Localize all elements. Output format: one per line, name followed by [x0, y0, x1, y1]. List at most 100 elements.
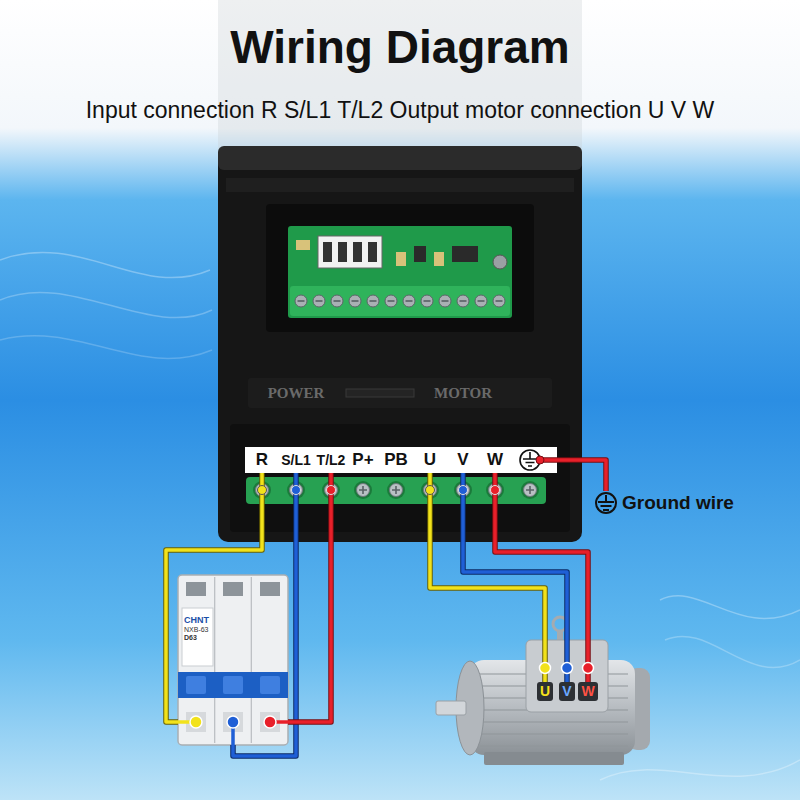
control-pcb — [288, 226, 512, 318]
control-screw — [421, 295, 433, 307]
breaker-toggle — [186, 676, 206, 694]
terminal-label: U — [422, 447, 438, 473]
wire — [233, 473, 296, 756]
breaker-toggle — [223, 676, 243, 694]
power-wire — [288, 473, 331, 722]
control-screw — [313, 295, 325, 307]
control-screw — [385, 295, 397, 307]
wire — [288, 473, 331, 722]
ground-wire — [540, 460, 606, 491]
cover-band — [248, 378, 552, 408]
wire-outline — [463, 473, 567, 682]
subtitle: Input connection R S/L1 T/L2 Output moto… — [86, 97, 715, 124]
terminal-name: T/L2 — [317, 447, 346, 473]
phase-name: U — [540, 682, 550, 701]
terminal-label: W — [485, 447, 505, 473]
dip-lever — [323, 242, 332, 262]
background-wave — [600, 760, 800, 780]
housing-marking: POWER — [268, 385, 325, 402]
wire — [166, 473, 262, 722]
phase-name: V — [562, 682, 571, 701]
cover-divider — [346, 389, 414, 397]
breaker-toggle — [260, 676, 280, 694]
terminal-label: P+ — [350, 447, 375, 473]
wire-dot — [491, 486, 500, 495]
pcb-potentiometer — [493, 255, 507, 269]
rating: D63 — [184, 634, 197, 642]
breaker-terminal — [223, 582, 243, 596]
terminal-name: U — [424, 447, 436, 473]
dip-switch — [318, 236, 382, 268]
terminal-name: P+ — [352, 447, 373, 473]
ground-wire-label: Ground wire — [622, 492, 734, 514]
wire-dot — [426, 486, 435, 495]
terminal-name: V — [457, 447, 468, 473]
motor-feet — [484, 752, 624, 765]
terminal-label: PB — [382, 447, 410, 473]
ground-symbol — [523, 452, 537, 466]
dip-lever — [338, 242, 347, 262]
wire-dot — [227, 716, 239, 728]
wire-outline — [430, 473, 545, 682]
background-wave — [0, 252, 210, 277]
breaker-toggle-band — [178, 672, 288, 698]
motor-terminal-label: V — [559, 682, 574, 701]
wire — [495, 473, 588, 682]
control-screw — [367, 295, 379, 307]
diagram-title: Wiring Diagram — [230, 20, 570, 74]
power-wire — [233, 473, 296, 756]
power-wire — [495, 473, 588, 682]
pcb-component — [414, 246, 426, 262]
ground-symbol — [596, 493, 616, 513]
wire-dot — [292, 486, 301, 495]
breaker-nameplate — [182, 608, 213, 666]
ground-symbol — [598, 495, 614, 510]
wire-outline — [288, 473, 331, 722]
motor-terminal-label: W — [578, 682, 597, 701]
wire-dot — [327, 486, 336, 495]
pcb-chip — [452, 246, 478, 262]
circuit-breaker — [178, 575, 288, 745]
housing-marking: MOTOR — [434, 385, 492, 402]
breaker-pole-divider — [215, 577, 252, 743]
pcb-component — [296, 240, 310, 250]
terminal-name: R — [256, 447, 268, 473]
housing-top-faint — [218, 0, 582, 150]
dip-lever — [353, 242, 362, 262]
brand-mark: CHNT — [184, 615, 209, 626]
motor-shaft — [436, 701, 466, 715]
breaker-label-area: CHNTNXB-63D63 — [178, 575, 288, 745]
terminal-recess — [230, 424, 570, 532]
wire-dot — [583, 663, 594, 674]
background-wave — [0, 292, 212, 317]
control-screw — [349, 295, 361, 307]
control-screw — [457, 295, 469, 307]
phase-name: W — [581, 682, 594, 701]
wire-outline — [233, 473, 296, 756]
wire-dot — [562, 663, 573, 674]
terminal-name: S/L1 — [281, 447, 311, 473]
terminal-label: S/L1 — [279, 447, 313, 473]
pcb-component — [396, 252, 406, 266]
wire-outline — [166, 473, 262, 722]
wire-dot — [536, 456, 544, 464]
power-wire — [430, 473, 545, 682]
ground-wire — [540, 460, 606, 491]
background-wave — [0, 336, 212, 359]
wire-outline — [495, 473, 588, 682]
power-terminal-block — [246, 477, 546, 504]
control-screw — [295, 295, 307, 307]
terminal-screw — [521, 481, 539, 499]
power-wire — [463, 473, 567, 682]
motor-terminal-label: U — [537, 682, 553, 701]
terminal-label: V — [455, 447, 470, 473]
background-wave — [660, 596, 800, 619]
wire-dot — [258, 486, 267, 495]
terminal-screw — [354, 481, 372, 499]
background-wave — [665, 636, 800, 667]
terminal-label-strip — [245, 447, 557, 473]
